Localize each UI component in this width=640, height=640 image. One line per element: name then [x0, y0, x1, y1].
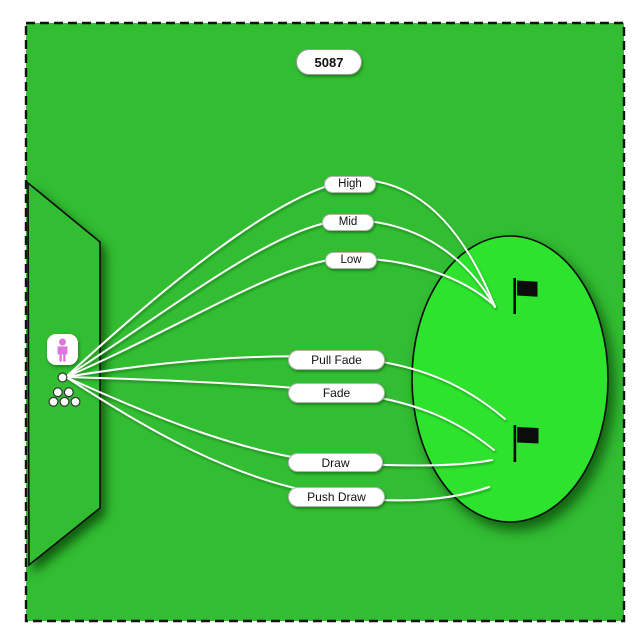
person-icon	[57, 338, 68, 362]
player-badge	[47, 334, 78, 365]
label-push-draw: Push Draw	[288, 487, 385, 507]
cluster-ball	[48, 396, 59, 407]
dashed-boundary	[24, 21, 626, 623]
distance-node: 5087	[296, 49, 362, 75]
golf-ball-icon	[48, 372, 81, 407]
cluster-ball	[52, 387, 63, 398]
cluster-ball	[63, 387, 74, 398]
label-low: Low	[325, 252, 377, 269]
tee-ball	[57, 372, 68, 383]
flag-icon	[513, 425, 539, 462]
cluster-ball	[70, 396, 81, 407]
putting-green	[411, 235, 609, 523]
flag-icon	[513, 278, 538, 314]
cluster-ball	[59, 396, 70, 407]
label-pull-fade: Pull Fade	[288, 350, 385, 370]
label-mid: Mid	[322, 214, 374, 231]
label-high: High	[324, 176, 376, 193]
label-fade: Fade	[288, 383, 385, 403]
label-draw: Draw	[288, 453, 383, 472]
